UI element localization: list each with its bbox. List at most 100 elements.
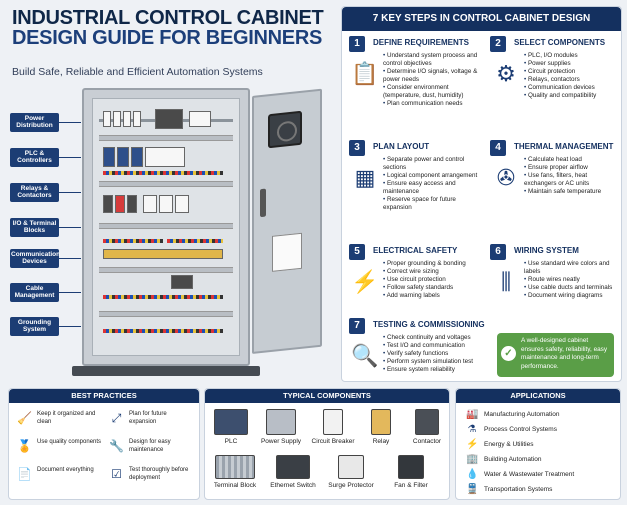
component-contactor: Contactor <box>401 409 453 445</box>
summary-callout: ✓ A well-designed cabinet ensures safety… <box>497 333 614 377</box>
breaker-module <box>133 111 141 127</box>
application-item: ⚡Energy & Utilities <box>466 439 534 450</box>
step-item: Proper grounding & bonding <box>383 260 466 268</box>
factory-icon: 🏭 <box>466 409 479 420</box>
step-items: Use standard wire colors and labels Rout… <box>524 260 618 300</box>
step-item: Understand system process and control ob… <box>383 52 483 68</box>
label-power-distribution: Power Distribution <box>10 113 81 132</box>
step-5: 5 ELECTRICAL SAFETY ⚡ Proper grounding &… <box>349 244 483 320</box>
step-item: Power supplies <box>524 60 596 68</box>
relay-module <box>115 195 125 213</box>
step-items: Proper grounding & bonding Correct wire … <box>383 260 466 300</box>
component-terminal-block: Terminal Block <box>209 455 261 489</box>
application-item: 🚆Transportation Systems <box>466 484 553 495</box>
step-item: Document wiring diagrams <box>524 292 618 300</box>
label-cable-management: Cable Management <box>10 283 81 302</box>
title-line-2: DESIGN GUIDE FOR BEGINNERS <box>12 27 323 50</box>
terminal-block-row <box>167 239 223 243</box>
step-item: Separate power and control sections <box>383 156 483 172</box>
step-item: Maintain safe temperature <box>524 188 618 196</box>
wire-bundle <box>103 295 223 299</box>
expand-arrows-icon: ⤢ <box>111 411 122 425</box>
step-item: Calculate heat load <box>524 156 618 164</box>
label-grounding-system: Grounding System <box>10 317 81 336</box>
layout-icon: ▦ <box>354 165 376 190</box>
inspect-icon: 🔍 <box>351 343 379 368</box>
page-title: INDUSTRIAL CONTROL CABINET DESIGN GUIDE … <box>12 7 324 50</box>
plc-module <box>103 147 115 167</box>
fan-filter-icon <box>398 455 424 479</box>
io-module <box>145 147 185 167</box>
best-practices-panel: BEST PRACTICES 🧹Keep it organized and cl… <box>8 388 200 500</box>
application-item: ⚗Process Control Systems <box>467 424 557 435</box>
broom-icon: 🧹 <box>17 411 32 425</box>
process-icon: ⚗ <box>467 424 477 435</box>
surge-protector-icon <box>338 455 364 479</box>
wiring-icon: ⫼ <box>500 269 512 294</box>
train-icon: 🚆 <box>466 484 479 495</box>
step-item: Route wires neatly <box>524 276 618 284</box>
practice-item: ☑Test thoroughly before deployment <box>107 467 195 482</box>
step-number: 5 <box>349 244 365 260</box>
label-io-terminal-blocks: I/O & Terminal Blocks <box>10 218 81 237</box>
ethernet-switch-icon <box>276 455 310 479</box>
step-item: Use standard wire colors and labels <box>524 260 618 276</box>
contactor-icon <box>415 409 439 435</box>
badge-icon: 🏅 <box>17 439 32 453</box>
best-practices-heading: BEST PRACTICES <box>9 389 199 403</box>
practice-item: 🏅Use quality components <box>17 439 102 453</box>
step-title: ELECTRICAL SAFETY <box>373 246 458 255</box>
fan-icon: ✇ <box>496 165 516 190</box>
relay-module <box>127 195 137 213</box>
building-icon: 🏢 <box>466 454 479 465</box>
contactor-module <box>159 195 173 213</box>
step-title: DEFINE REQUIREMENTS <box>373 38 470 47</box>
cabinet-base <box>72 366 260 376</box>
application-item: 🏢Building Automation <box>466 454 542 465</box>
ethernet-switch <box>171 275 193 289</box>
step-number: 7 <box>349 318 365 334</box>
grounding-bar <box>103 329 223 333</box>
step-item: Logical component arrangement <box>383 172 483 180</box>
wrench-icon: 🔧 <box>109 439 124 453</box>
title-line-1: INDUSTRIAL CONTROL CABINET <box>12 7 324 29</box>
wiring-document <box>272 232 302 272</box>
checkbox-icon: ☑ <box>111 467 122 481</box>
steps-heading: 7 KEY STEPS IN CONTROL CABINET DESIGN <box>342 7 621 31</box>
component-ethernet-switch: Ethernet Switch <box>267 455 319 489</box>
label-plc-controllers: PLC & Controllers <box>10 148 81 167</box>
application-item: 🏭Manufacturing Automation <box>466 409 560 420</box>
step-item: Use cable ducts and terminals <box>524 284 618 292</box>
step-item: Check continuity and voltages <box>383 334 473 342</box>
practice-item: ⤢Plan for future expansion <box>107 411 195 426</box>
water-drop-icon: 💧 <box>466 469 479 480</box>
cable-duct <box>99 135 233 141</box>
plc-module <box>131 147 143 167</box>
step-item: Perform system simulation test <box>383 358 473 366</box>
power-tower-icon: ⚡ <box>466 439 479 450</box>
door-fan-icon <box>268 110 302 149</box>
step-number: 3 <box>349 140 365 156</box>
plc-module <box>117 147 129 167</box>
terminal-block-icon <box>215 455 255 479</box>
practice-item: 🔧Design for easy maintenance <box>109 439 171 453</box>
contactor-module <box>143 195 157 213</box>
step-title: TESTING & COMMISSIONING <box>373 320 485 329</box>
step-item: Reserve space for future expansion <box>383 196 483 212</box>
power-supply-icon <box>266 409 296 435</box>
relay-icon <box>371 409 391 435</box>
step-items: Separate power and control sections Logi… <box>383 156 483 212</box>
step-item: Consider environment (temperature, dust,… <box>383 84 483 100</box>
checklist-icon: 📋 <box>351 61 379 86</box>
circuit-breaker-icon <box>323 409 343 435</box>
step-item: Circuit protection <box>524 68 596 76</box>
cabinet-door <box>252 88 322 354</box>
relay-module <box>103 195 113 213</box>
breaker-module <box>113 111 121 127</box>
step-7: 7 TESTING & COMMISSIONING 🔍 Check contin… <box>349 318 489 384</box>
step-item: Ensure proper airflow <box>524 164 618 172</box>
practice-item: 📄Document everything <box>17 467 94 481</box>
applications-panel: APPLICATIONS 🏭Manufacturing Automation ⚗… <box>455 388 621 500</box>
step-3: 3 PLAN LAYOUT ▦ Separate power and contr… <box>349 140 483 236</box>
page-subtitle: Build Safe, Reliable and Efficient Autom… <box>12 66 263 78</box>
